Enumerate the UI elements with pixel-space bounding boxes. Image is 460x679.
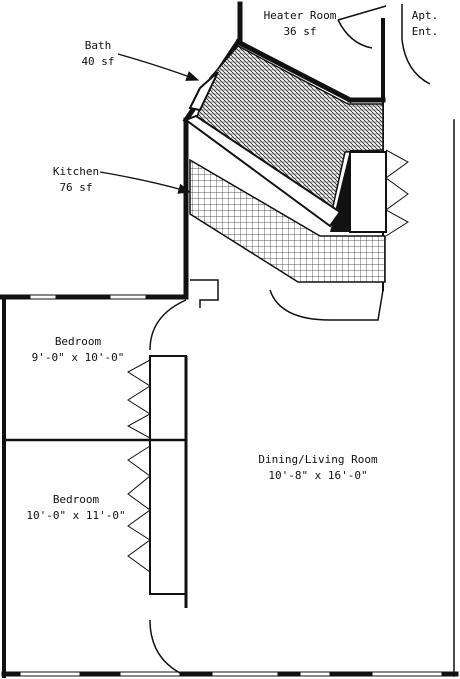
kitchen-curve — [269, 289, 384, 321]
window — [211, 671, 279, 677]
window — [371, 671, 443, 677]
closet-bedroom-1 — [149, 355, 187, 441]
apt-entrance-line1: Apt. — [411, 9, 439, 22]
kitchen-name: Kitchen — [52, 165, 100, 178]
bedroom-1-name: Bedroom — [54, 335, 102, 348]
bedrooms — [4, 355, 188, 608]
kitchen-arrow — [99, 171, 192, 194]
window — [299, 671, 331, 677]
door-heater-leaf — [337, 5, 387, 21]
door-heater — [337, 19, 373, 49]
bedroom-2-label: Bedroom 10'-0" x 11'-0" — [14, 492, 138, 524]
refrigerator — [349, 151, 387, 233]
dining-living-size: 10'-8" x 16'-0" — [268, 469, 368, 482]
window — [19, 671, 81, 677]
closet-door-zigzag — [385, 149, 409, 237]
bedroom-1-size: 9'-0" x 10'-0" — [31, 351, 125, 364]
window — [29, 294, 57, 300]
heater-room-size: 36 sf — [283, 25, 317, 38]
leader-arrows — [99, 53, 200, 194]
apt-entrance-label: Apt. Ent. — [404, 8, 446, 40]
bedroom-2-size: 10'-0" x 11'-0" — [26, 509, 126, 522]
bath-name: Bath — [84, 39, 112, 52]
kitchen-diagonal-wall — [183, 114, 342, 228]
door-bedroom-2 — [149, 619, 187, 677]
bath-arrow — [117, 53, 200, 81]
wall-bath-top — [234, 38, 354, 104]
heater-room-label: Heater Room 36 sf — [254, 8, 346, 40]
kitchen-label: Kitchen 76 sf — [46, 164, 106, 196]
bath-label: Bath 40 sf — [72, 38, 124, 70]
kitchen-counter-grid — [189, 158, 386, 283]
bedroom-1-label: Bedroom 9'-0" x 10'-0" — [18, 334, 138, 366]
closet-door-zigzag-2 — [127, 445, 151, 573]
window — [109, 294, 147, 300]
bedroom-2-name: Bedroom — [52, 493, 100, 506]
dining-living-name: Dining/Living Room — [258, 453, 378, 466]
wall-notch — [190, 279, 219, 308]
bath-size: 40 sf — [81, 55, 115, 68]
closet-door-zigzag-1 — [126, 359, 151, 439]
dining-living-label: Dining/Living Room 10'-8" x 16'-0" — [246, 452, 390, 484]
door-entry — [401, 39, 431, 85]
closet-bedroom-2 — [149, 439, 187, 595]
kitchen-area — [183, 114, 409, 283]
kitchen-size: 76 sf — [59, 181, 93, 194]
door-bedroom-1 — [149, 299, 187, 351]
apt-entrance-line2: Ent. — [411, 25, 439, 38]
doors — [149, 4, 431, 677]
bath-tub — [188, 71, 219, 112]
window — [119, 671, 181, 677]
windows — [19, 294, 443, 677]
heater-room-name: Heater Room — [263, 9, 337, 22]
